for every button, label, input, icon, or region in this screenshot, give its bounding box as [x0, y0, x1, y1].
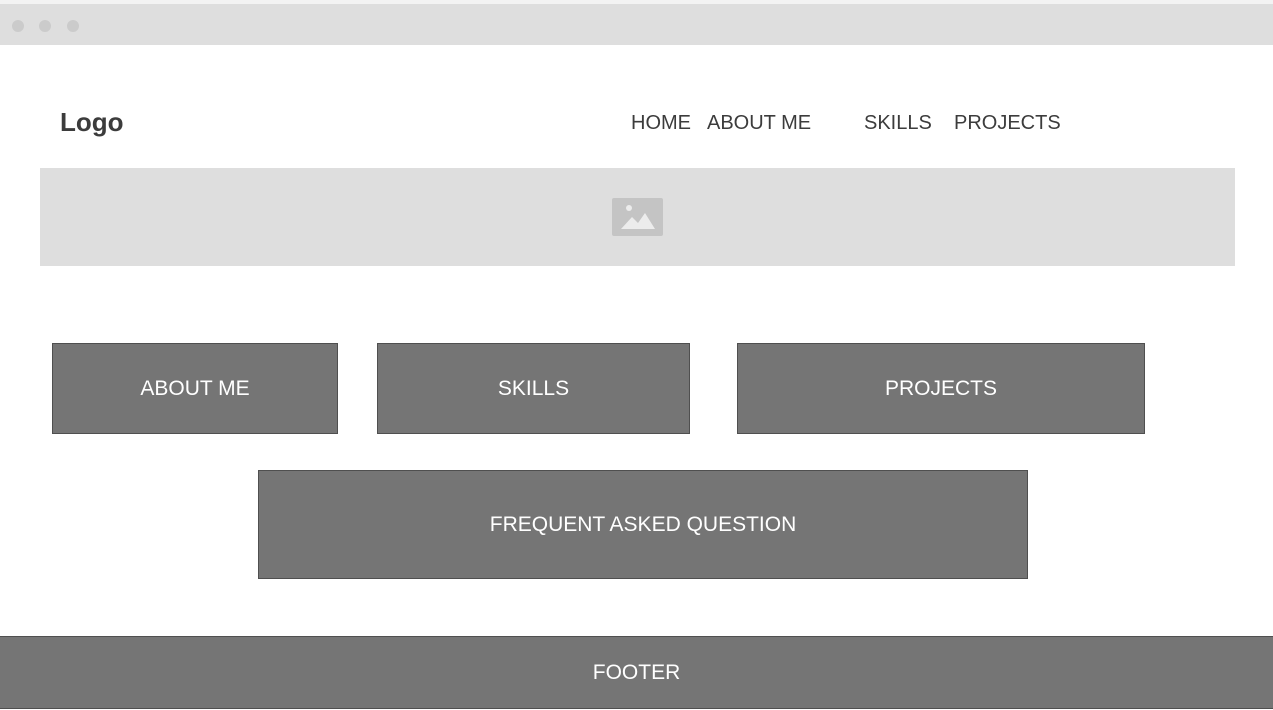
- window-top-strip: [0, 0, 1273, 4]
- hero-image-placeholder: [40, 168, 1235, 266]
- nav-about-link[interactable]: ABOUT ME: [707, 112, 812, 134]
- skills-section[interactable]: SKILLS: [377, 343, 690, 434]
- projects-section[interactable]: PROJECTS: [737, 343, 1145, 434]
- faq-section[interactable]: FREQUENT ASKED QUESTION: [258, 470, 1028, 579]
- nav-home-link[interactable]: HOME: [631, 112, 691, 134]
- window-minimize-dot[interactable]: [39, 20, 51, 32]
- site-footer: FOOTER: [0, 636, 1273, 709]
- nav-projects-link[interactable]: PROJECTS: [954, 112, 1061, 134]
- image-placeholder-icon: [612, 198, 663, 236]
- nav-skills-link[interactable]: SKILLS: [864, 112, 932, 134]
- about-me-section[interactable]: ABOUT ME: [52, 343, 338, 434]
- window-close-dot[interactable]: [12, 20, 24, 32]
- window-maximize-dot[interactable]: [67, 20, 79, 32]
- browser-titlebar: [0, 4, 1273, 45]
- site-logo[interactable]: Logo: [60, 107, 124, 137]
